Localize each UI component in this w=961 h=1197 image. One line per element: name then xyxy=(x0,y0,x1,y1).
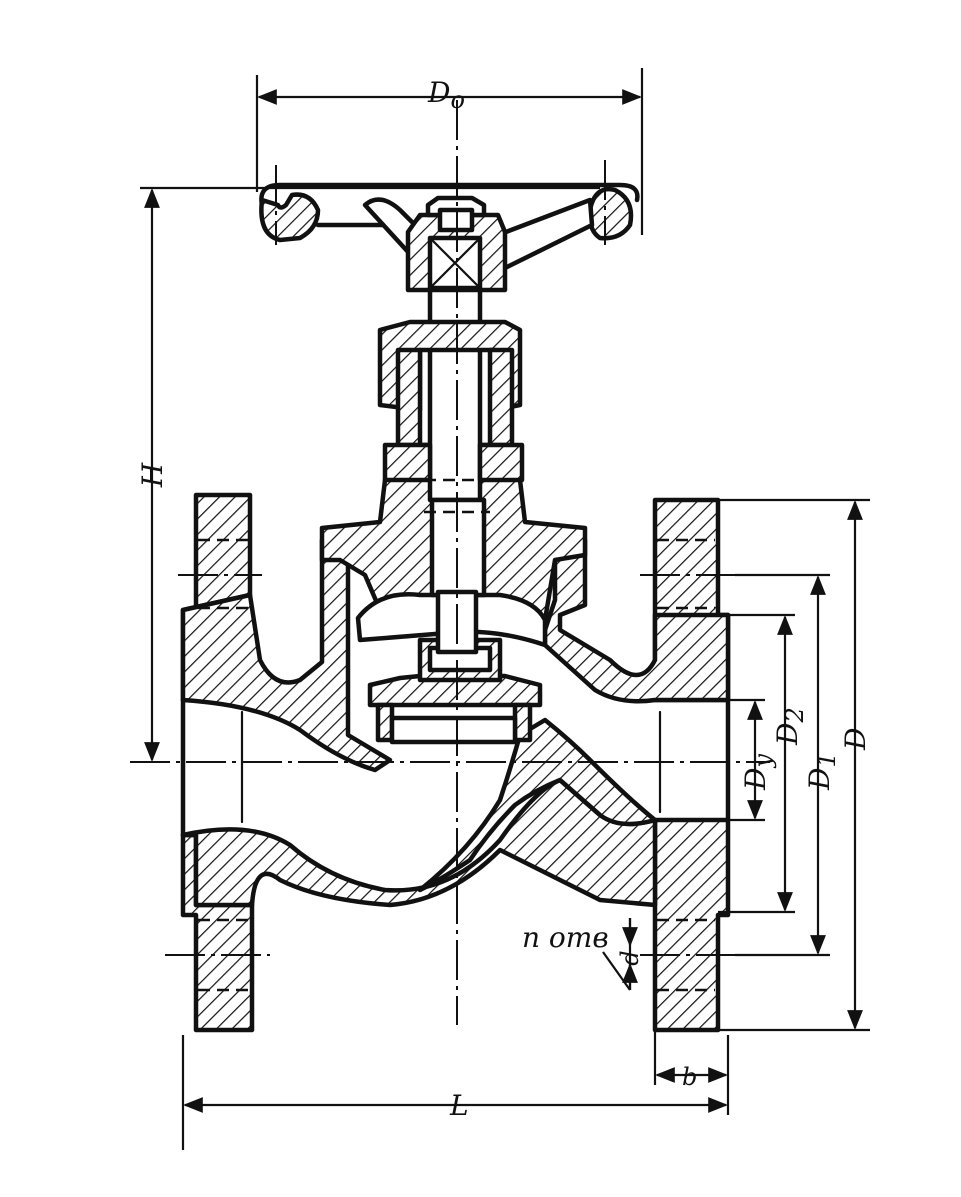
label-l: L xyxy=(449,1089,469,1122)
label-d1: D1 xyxy=(803,752,841,791)
center-lines xyxy=(130,100,770,1025)
label-big-d: D xyxy=(839,728,872,751)
label-do: Do xyxy=(427,76,465,114)
label-h: H xyxy=(136,462,169,488)
handwheel xyxy=(259,182,640,293)
dimension-labels: Do H L b d n отв Dy D2 D1 D xyxy=(136,76,872,1122)
valve-disc xyxy=(367,637,543,745)
label-b: b xyxy=(682,1063,697,1091)
label-d-hole: d xyxy=(616,950,644,965)
bolt-holes xyxy=(198,538,715,992)
packing-gland xyxy=(377,319,525,483)
label-n-holes: n отв xyxy=(522,921,609,954)
label-d2: D2 xyxy=(771,707,809,746)
dimension-lines xyxy=(140,68,870,1150)
label-dy: Dy xyxy=(739,754,777,791)
